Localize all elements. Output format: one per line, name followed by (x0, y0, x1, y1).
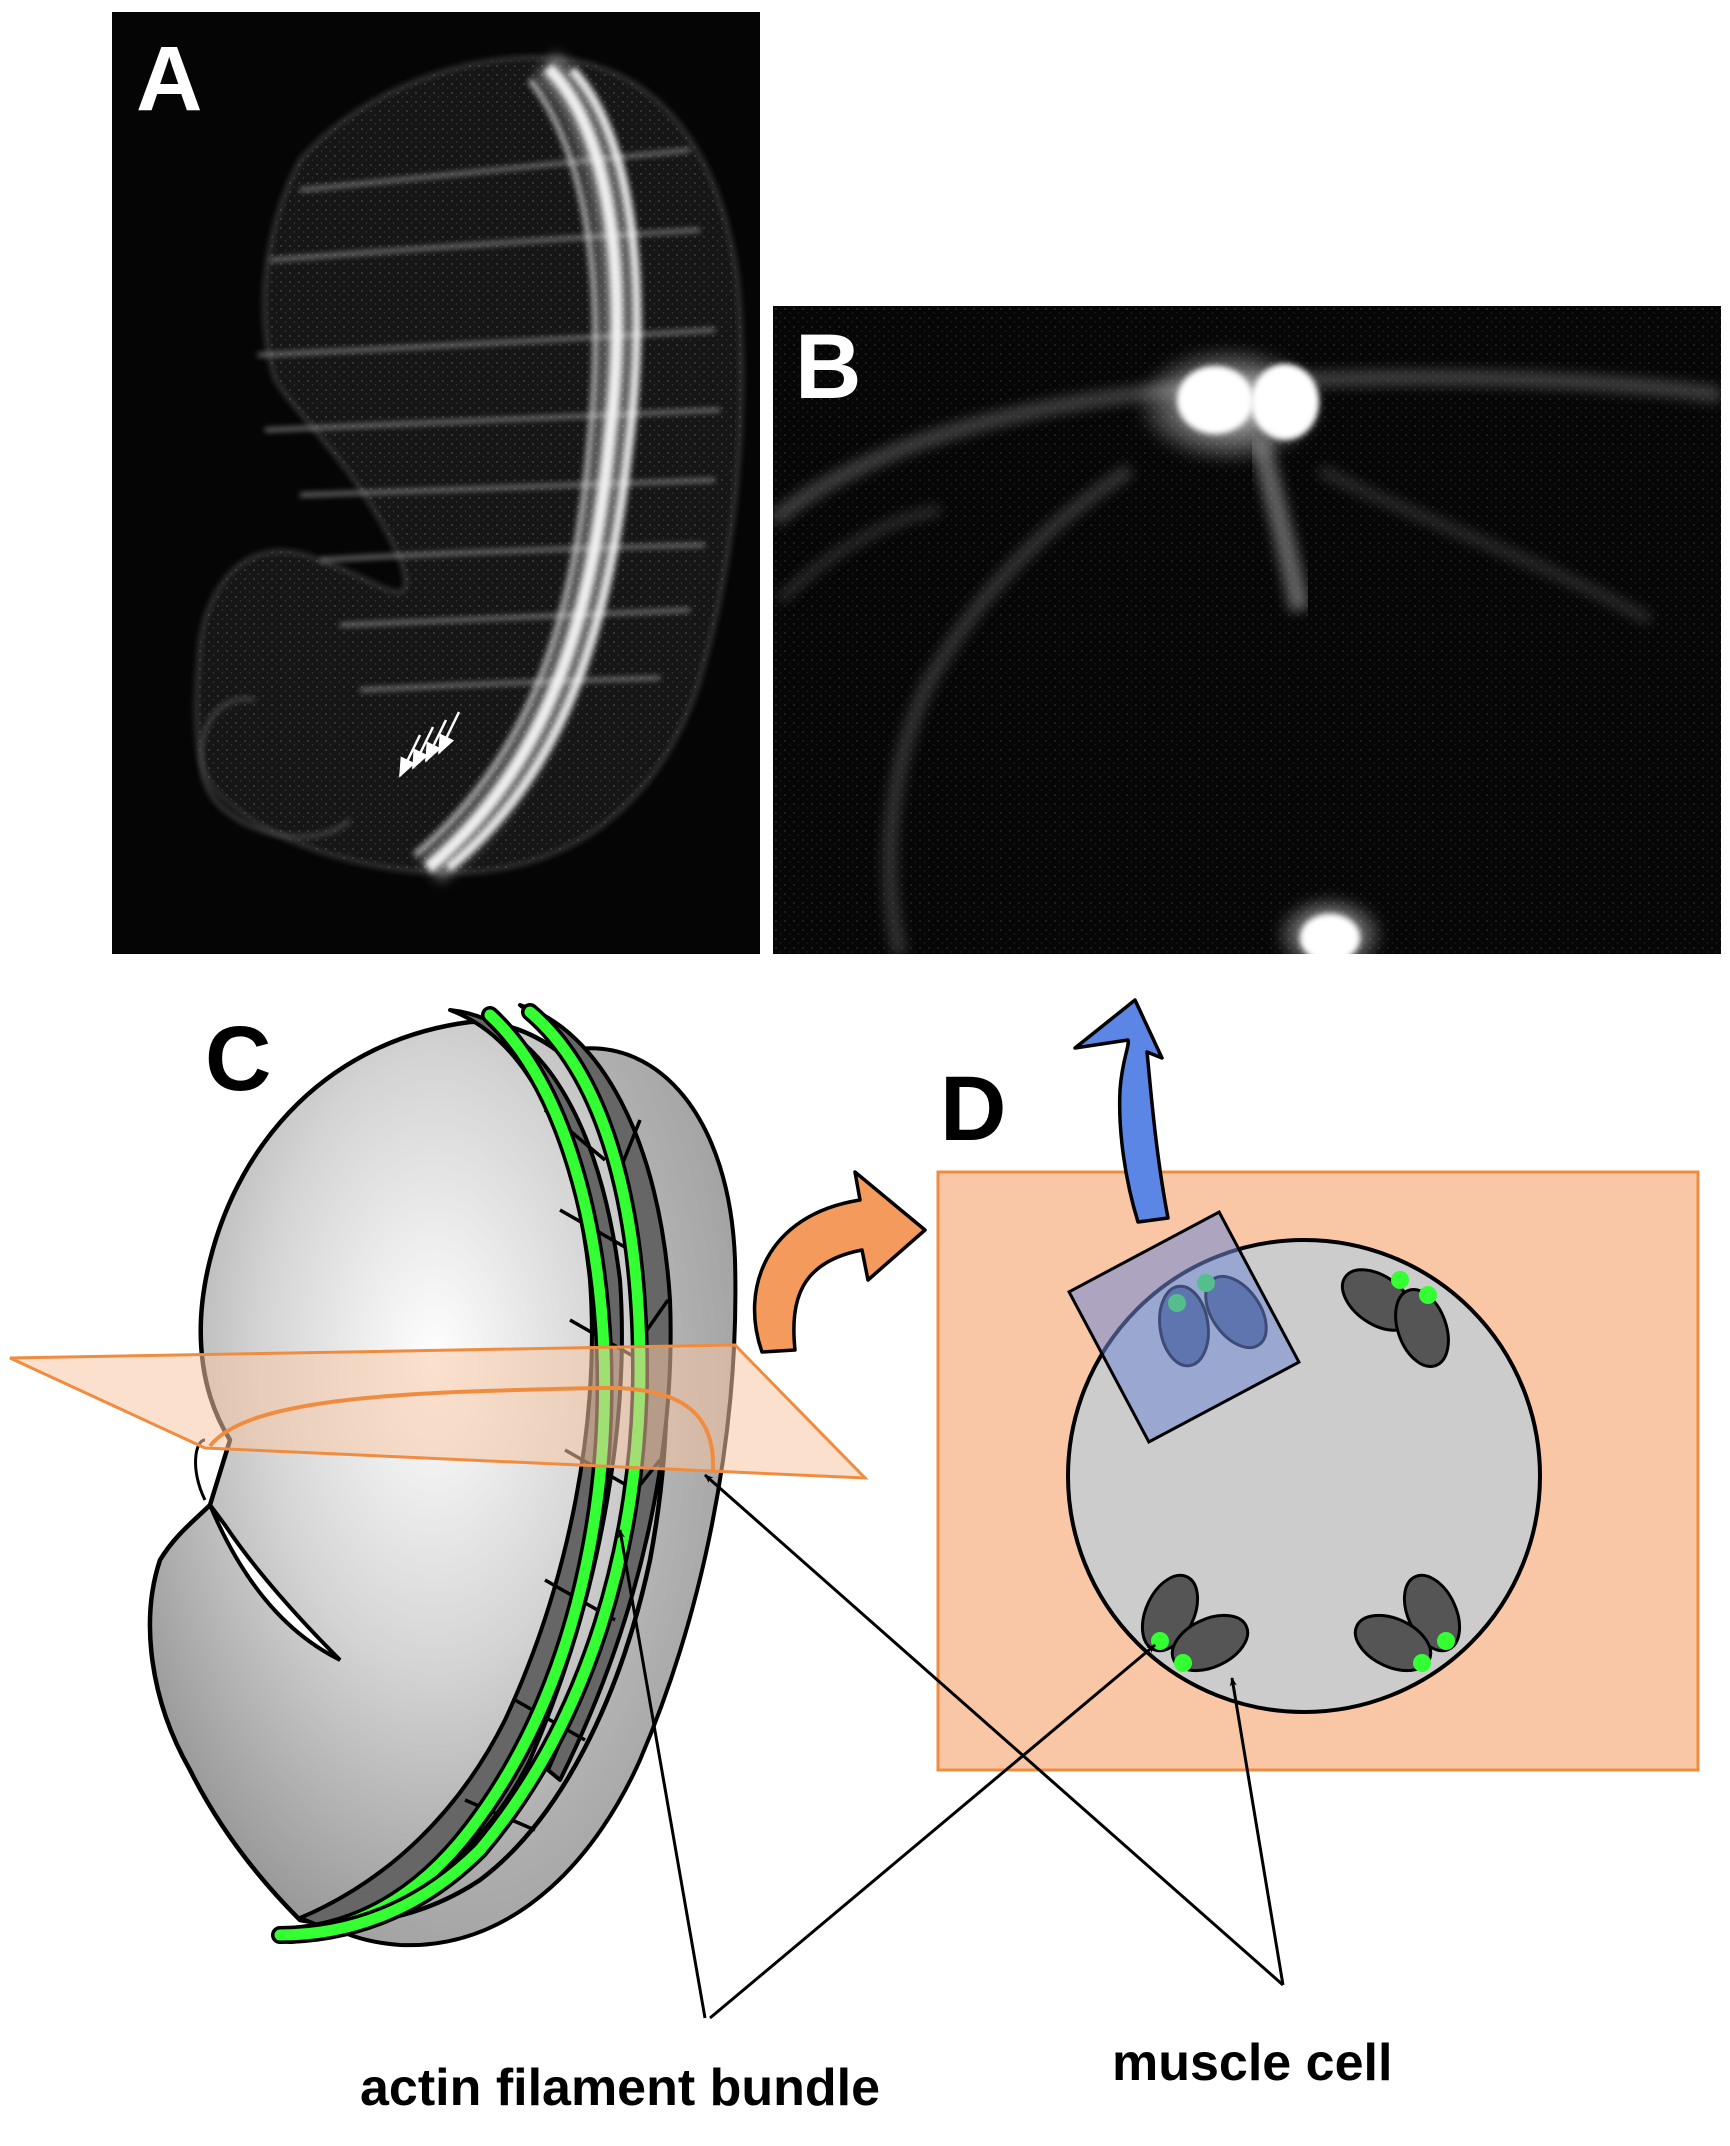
panel-b-bright-spots (1135, 345, 1385, 954)
muscle-pointer-d (1229, 1677, 1285, 1986)
panel-c-cleft (208, 1503, 342, 1662)
actin-pointer-d (709, 1643, 1156, 2020)
panel-a-muscle-band (413, 52, 642, 883)
actin-pointer-c (617, 1529, 707, 2019)
panel-b-micrograph (773, 306, 1721, 954)
panel-c-embryo-diagram (9, 1003, 869, 1948)
panel-d-zoom-box (1067, 1210, 1301, 1444)
muscle-cell-label: muscle cell (1112, 2034, 1392, 2092)
panel-d-muscle-pair-bottomleft (1140, 1573, 1250, 1673)
panel-c-to-d-arrow (752, 1170, 927, 1354)
panel-a-striations (257, 148, 721, 692)
actin-filament-bundle-label: actin filament bundle (360, 2059, 880, 2117)
panel-d-section-diagram (936, 998, 1700, 1772)
panel-a-micrograph (112, 12, 760, 954)
label-pointers (617, 1473, 1285, 2020)
panel-d-muscle-pair-bottomright (1353, 1573, 1462, 1673)
panel-d-muscle-pair-topright (1340, 1268, 1450, 1368)
panel-c-letter: C (205, 1008, 271, 1110)
muscle-pointer-c (704, 1473, 1284, 1987)
panel-a-letter: A (136, 28, 202, 130)
panel-b-letter: B (795, 316, 861, 418)
panel-d-letter: D (940, 1058, 1006, 1160)
panel-c-section-plane (9, 1343, 869, 1480)
panel-d-to-b-arrow (1073, 998, 1170, 1224)
panel-a-arrows (398, 711, 461, 778)
panel-c-actin-bundles (271, 1003, 650, 1944)
